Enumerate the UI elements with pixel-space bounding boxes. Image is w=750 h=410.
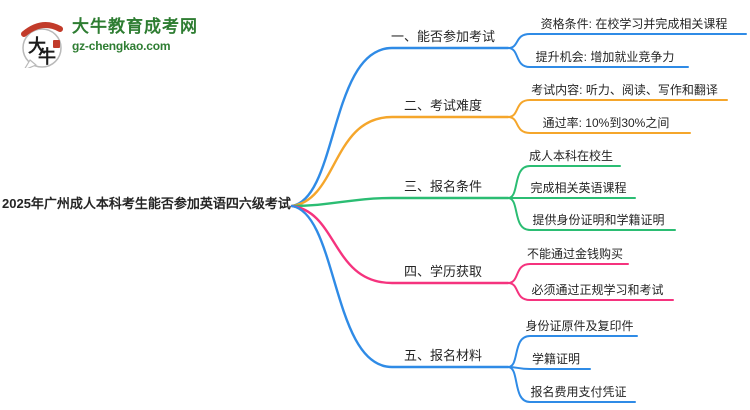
subtopic-5-3: 报名费用支付凭证 [530,385,627,399]
subtopic-4-2: 必须通过正规学习和考试 [531,283,664,297]
branch-4-child-1-line [507,263,629,284]
subtopic-1-1: 资格条件: 在校学习并完成相关课程 [540,17,728,31]
logo-bubble-char-2: 牛 [38,46,56,67]
branch-5-child-2-line [507,366,591,370]
branch-5-trunk-line [290,204,510,369]
site-logo: 大 牛 大牛教育成考网 gz-chengkao.com [12,12,198,68]
logo-bubble-char-1: 大 [28,35,46,56]
branch-5-child-3-line [507,366,636,403]
branch-label-4: 四、学历获取 [403,264,482,279]
subtopic-3-2: 完成相关英语课程 [530,181,627,195]
logo-domain-url: gz-chengkao.com [72,38,171,53]
branch-label-1: 一、能否参加考试 [390,29,495,44]
subtopic-3-3: 提供身份证明和学籍证明 [532,213,665,227]
branch-4-child-2-line [507,282,674,301]
subtopic-2-1: 考试内容: 听力、阅读、写作和翻译 [531,83,718,97]
central-topic: 2025年广州成人本科考生能否参加英语四六级考试 [2,196,291,211]
logo-title: 大牛教育成考网 [72,17,198,36]
subtopic-5-2: 学籍证明 [531,352,580,366]
subtopic-2-2: 通过率: 10%到30%之间 [542,116,670,130]
subtopic-1-2: 提升机会: 增加就业竞争力 [535,50,675,64]
branch-2-trunk-line [290,115,510,208]
branch-3-child-3-line [507,197,676,231]
subtopic-3-1: 成人本科在校生 [528,149,613,163]
logo-bubble-icon: 大 牛 [21,22,63,68]
branch-1-trunk-line [290,46,510,208]
branch-label-5: 五、报名材料 [403,348,482,363]
branch-4-trunk-line [290,204,510,285]
branch-label-2: 二、考试难度 [403,98,482,113]
branch-3-trunk-line [290,196,510,208]
branch-label-3: 三、报名条件 [403,179,482,194]
subtopic-5-1: 身份证原件及复印件 [525,319,634,333]
branch-1-child-1-line [507,33,747,49]
branch-3-child-1-line [507,165,621,199]
branch-1-child-2-line [507,47,689,68]
branch-2-child-1-line [507,99,728,118]
branch-2-child-2-line [507,116,691,134]
branch-5-child-1-line [507,335,638,368]
subtopic-4-1: 不能通过金钱购买 [526,247,623,261]
